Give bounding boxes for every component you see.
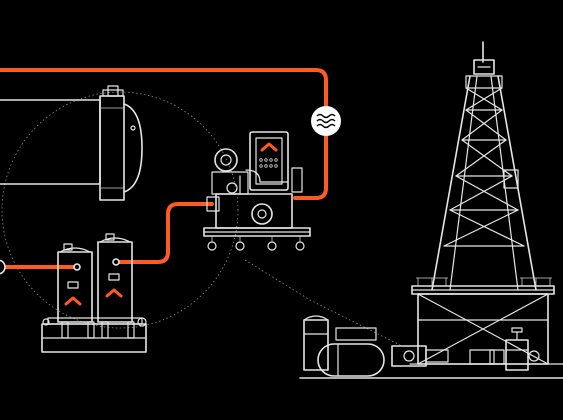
twin-filter-housings (41, 233, 147, 353)
filtration-cart-unit (203, 131, 311, 251)
dotted-connectors (1, 91, 401, 346)
water-waves-icon (311, 106, 341, 136)
pipe-endpoint-node (0, 259, 6, 275)
rig-support-equipment (303, 315, 540, 377)
drilling-rig-derrick (299, 41, 563, 379)
storage-tank (0, 85, 143, 201)
